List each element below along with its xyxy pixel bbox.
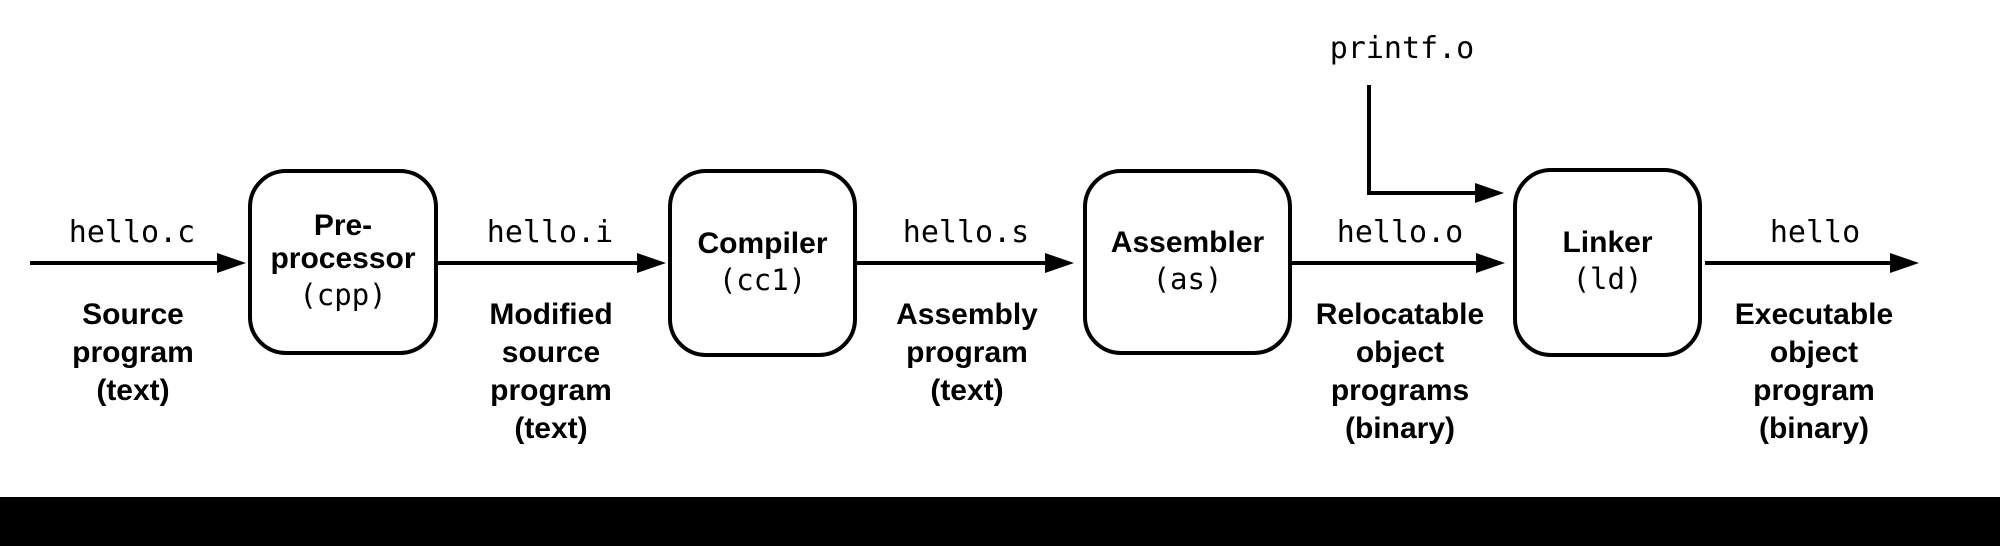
box-linker-tool: (ld) bbox=[1572, 262, 1643, 296]
box-preprocessor-title: Pre- processor bbox=[270, 209, 415, 275]
box-title-line: Assembler bbox=[1110, 225, 1265, 259]
caption-line: program bbox=[72, 336, 194, 369]
file-label-hello-o: hello.o bbox=[1336, 215, 1464, 250]
caption-line: source bbox=[501, 336, 601, 369]
caption-line: (text) bbox=[930, 374, 1004, 407]
caption-line: programs bbox=[1330, 374, 1470, 407]
caption-modified-source: Modified source program (text) bbox=[489, 296, 612, 448]
file-label-printf-o: printf.o bbox=[1329, 31, 1475, 66]
arrow-hello-o bbox=[1292, 253, 1505, 273]
box-title-line: Compiler bbox=[697, 226, 828, 260]
box-title-line: Linker bbox=[1562, 226, 1653, 259]
caption-line: object bbox=[1769, 336, 1859, 369]
caption-line: (text) bbox=[96, 374, 170, 407]
caption-line: object bbox=[1355, 336, 1445, 369]
caption-relocatable-object: Relocatable object programs (binary) bbox=[1316, 296, 1484, 448]
arrowhead-right-icon bbox=[1045, 253, 1074, 273]
file-label-hello-s: hello.s bbox=[902, 215, 1030, 250]
arrow-hello-s bbox=[857, 253, 1074, 273]
caption-line: Source bbox=[82, 298, 184, 331]
caption-line: Relocatable bbox=[1315, 298, 1485, 331]
arrowhead-right-icon bbox=[1476, 253, 1505, 273]
caption-line: Assembly bbox=[896, 298, 1038, 331]
arrowhead-right-icon bbox=[217, 253, 246, 273]
caption-line: program bbox=[490, 374, 612, 407]
footer-black-bar bbox=[0, 497, 2000, 546]
box-compiler-title: Compiler bbox=[697, 227, 827, 260]
caption-line: (binary) bbox=[1344, 412, 1455, 445]
caption-line: Executable bbox=[1734, 298, 1894, 331]
box-preprocessor-tool: (cpp) bbox=[299, 278, 387, 312]
caption-line: program bbox=[1753, 374, 1875, 407]
caption-line: (binary) bbox=[1758, 412, 1870, 445]
file-label-hello: hello bbox=[1769, 215, 1861, 250]
box-assembler-tool: (as) bbox=[1152, 261, 1223, 296]
box-preprocessor: Pre- processor (cpp) bbox=[248, 169, 438, 355]
arrowhead-right-icon bbox=[637, 253, 666, 273]
arrow-elbow-shaft bbox=[1367, 85, 1475, 195]
caption-assembly-program: Assembly program (text) bbox=[896, 296, 1038, 410]
caption-executable-object: Executable object program (binary) bbox=[1735, 296, 1893, 448]
file-label-hello-c: hello.c bbox=[68, 215, 196, 250]
arrow-hello bbox=[1705, 253, 1919, 273]
arrow-hello-i bbox=[438, 253, 666, 273]
box-linker: Linker (ld) bbox=[1513, 168, 1702, 357]
box-title-line: processor bbox=[270, 242, 416, 275]
box-compiler-tool: (cc1) bbox=[718, 262, 807, 297]
arrowhead-right-icon bbox=[1890, 253, 1919, 273]
caption-line: program bbox=[906, 336, 1028, 369]
box-assembler-title: Assembler bbox=[1111, 226, 1264, 259]
caption-line: Modified bbox=[489, 298, 613, 331]
arrowhead-right-icon bbox=[1475, 183, 1504, 203]
box-linker-title: Linker bbox=[1562, 226, 1652, 259]
arrow-hello-c bbox=[30, 253, 246, 273]
arrow-printf-o-elbow bbox=[1367, 85, 1504, 203]
box-compiler: Compiler (cc1) bbox=[668, 169, 857, 357]
caption-line: (text) bbox=[514, 412, 588, 445]
caption-source-program: Source program (text) bbox=[72, 296, 194, 410]
file-label-hello-i: hello.i bbox=[486, 215, 614, 250]
box-title-line: Pre- bbox=[313, 209, 373, 242]
box-assembler: Assembler (as) bbox=[1083, 169, 1292, 355]
